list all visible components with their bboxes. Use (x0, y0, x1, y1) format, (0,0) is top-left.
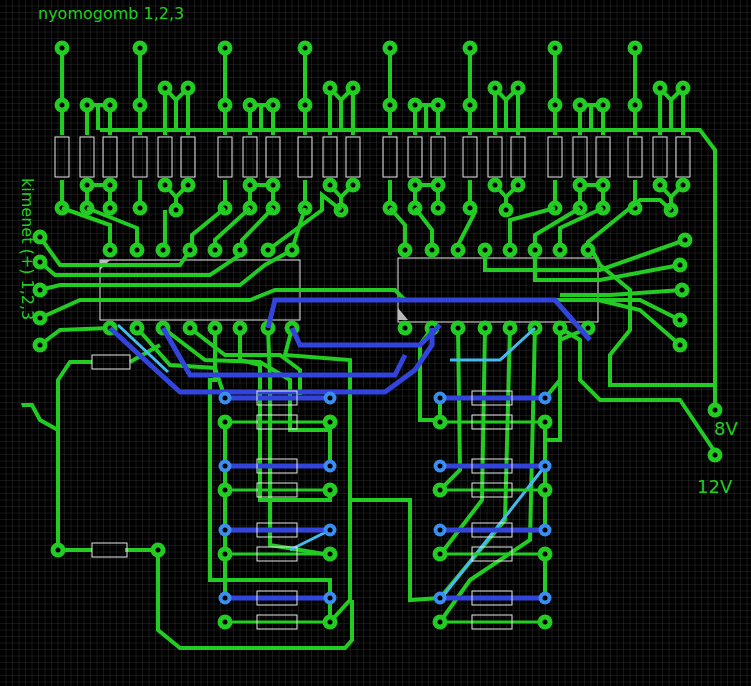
polarity-label: - (20, 393, 27, 413)
voltage-label: 8V (714, 420, 738, 438)
board-title: nyomogomb 1,2,3 (38, 6, 184, 22)
connector-label: kimenet (+) 1,2,3 (19, 178, 35, 320)
voltage-label: 12V (697, 478, 732, 496)
